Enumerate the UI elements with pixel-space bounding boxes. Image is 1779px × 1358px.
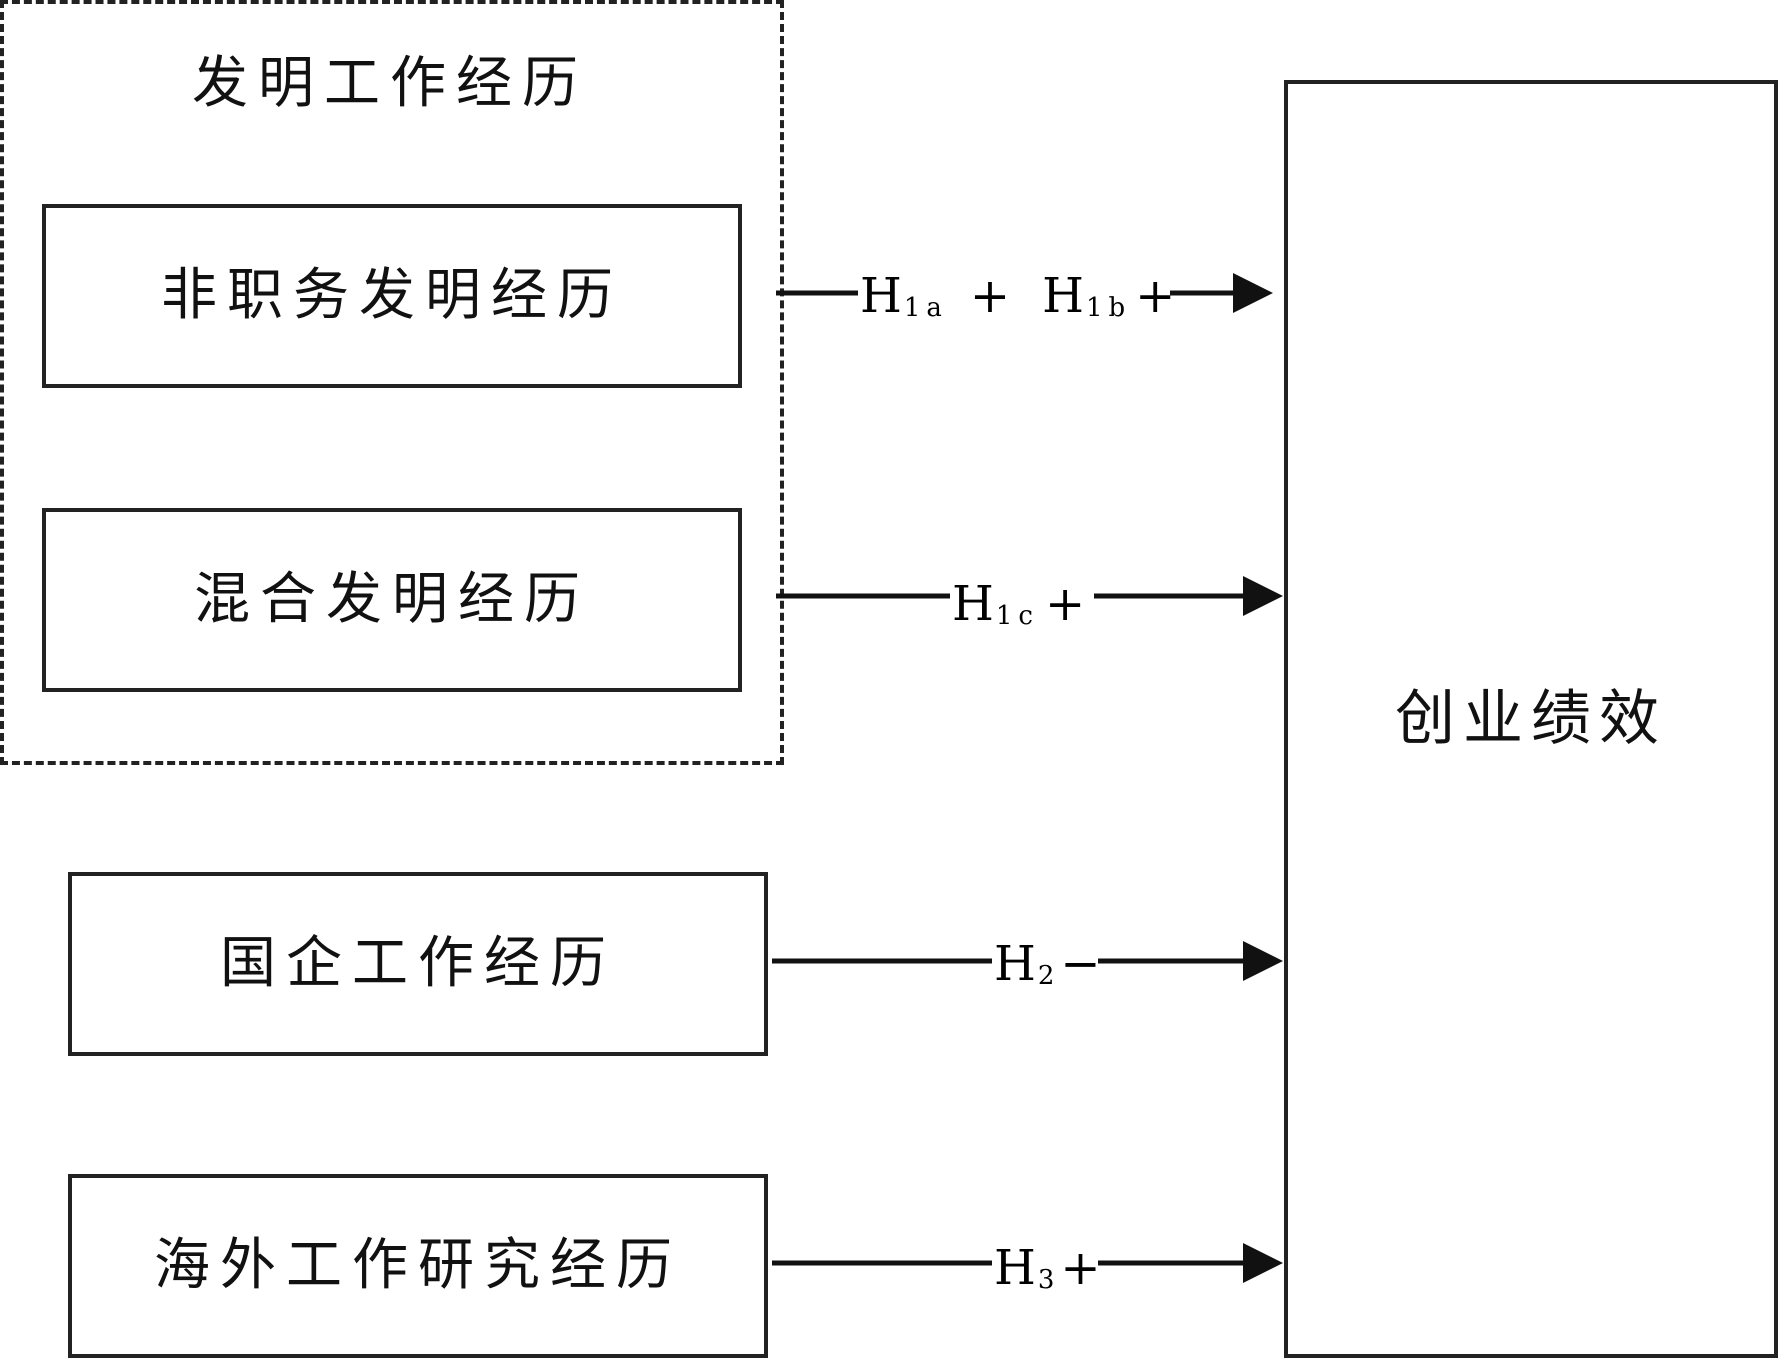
entrepreneurial-performance-label: 创业绩效 xyxy=(1395,684,1667,754)
hypothesis-h3-label: H3+ xyxy=(994,1240,1103,1296)
non-service-invention-box: 非职务发明经历 xyxy=(42,204,742,388)
soe-work-box: 国企工作经历 xyxy=(68,872,768,1056)
overseas-work-box: 海外工作研究经历 xyxy=(68,1174,768,1358)
non-service-invention-label: 非职务发明经历 xyxy=(161,263,623,328)
hybrid-invention-label: 混合发明经历 xyxy=(194,567,590,632)
hypothesis-h2-label: H2− xyxy=(994,936,1103,992)
group-title: 发明工作经历 xyxy=(192,51,588,116)
overseas-work-label: 海外工作研究经历 xyxy=(154,1233,682,1298)
invention-experience-group xyxy=(0,0,784,765)
entrepreneurial-performance-box: 创业绩效 xyxy=(1284,80,1778,1358)
hypothesis-h1c-label: H1c+ xyxy=(952,576,1087,632)
soe-work-label: 国企工作经历 xyxy=(220,931,616,996)
hybrid-invention-box: 混合发明经历 xyxy=(42,508,742,692)
hypothesis-h1a-h1b-label: H1a+H1b+ xyxy=(860,268,1177,324)
